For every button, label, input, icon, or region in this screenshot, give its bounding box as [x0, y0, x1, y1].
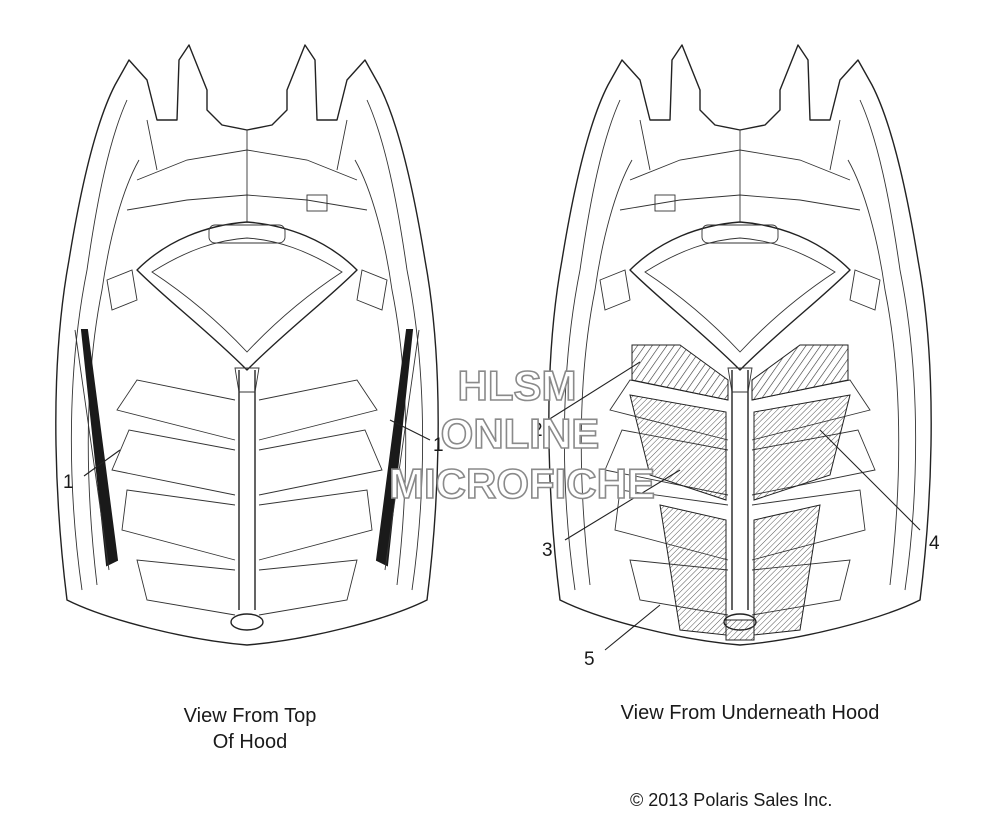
- decal-2-right: [751, 344, 849, 401]
- leader-5: [604, 604, 661, 651]
- hood-underneath-view: [548, 44, 932, 646]
- top-view-caption-line-2: Of Hood: [212, 731, 288, 753]
- leader-2: [547, 361, 641, 421]
- leader-4: [819, 429, 921, 531]
- top-view-caption-line-1: View From Top: [183, 705, 317, 727]
- callout-2: 2: [532, 420, 543, 441]
- hood-top-view: [55, 44, 439, 646]
- decal-5: [659, 504, 821, 641]
- decal-4: [753, 394, 851, 501]
- callout-3: 3: [542, 540, 553, 561]
- watermark-line-3: MICROFICHE: [389, 460, 655, 507]
- watermark-line-1: HLSM: [458, 362, 577, 409]
- callout-5: 5: [584, 649, 595, 670]
- callout-1-right: 1: [433, 435, 444, 456]
- side-decal-left: [80, 329, 119, 567]
- decal-2: [631, 344, 729, 401]
- decal-3: [629, 394, 727, 501]
- leader-1-left: [83, 449, 121, 477]
- top-view-caption: View From Top Of Hood: [150, 703, 350, 755]
- copyright-notice: © 2013 Polaris Sales Inc.: [630, 790, 833, 810]
- watermark-line-2: ONLINE: [441, 410, 600, 457]
- callout-1-left: 1: [63, 472, 74, 493]
- leader-3: [564, 469, 681, 541]
- underneath-view-caption: View From Underneath Hood: [620, 702, 880, 724]
- watermark: HLSM ONLINE MICROFICHE: [388, 361, 656, 508]
- callout-4: 4: [929, 533, 940, 554]
- leader-1-right: [389, 419, 431, 441]
- side-decal-right: [375, 329, 414, 567]
